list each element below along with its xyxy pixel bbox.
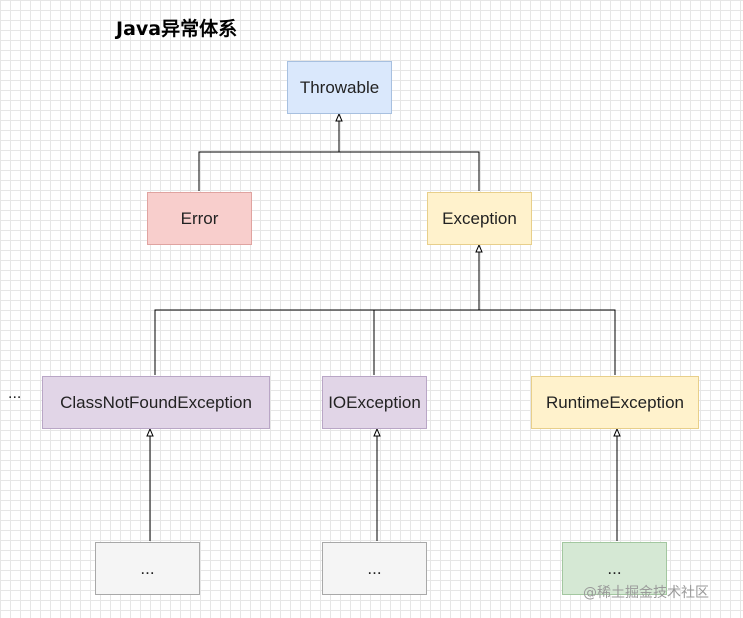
more-exceptions-ellipsis: ... [8, 385, 22, 402]
node-runtime-subclass: ... [562, 542, 667, 595]
arrowhead-exception [475, 243, 483, 253]
arrowhead-classnotfound [146, 427, 154, 437]
arrowhead-ioexception [373, 427, 381, 437]
node-classnotfoundexception: ClassNotFoundException [42, 376, 270, 429]
diagram-title: Java异常体系 [116, 18, 238, 40]
node-throwable: Throwable [287, 61, 392, 114]
node-classnotfound-subclass: ... [95, 542, 200, 595]
node-ioexception-subclass: ... [322, 542, 427, 595]
watermark: @稀土掘金技术社区 [583, 585, 709, 601]
arrowhead-runtime [613, 427, 621, 437]
node-ioexception: IOException [322, 376, 427, 429]
edge-runtime-exception [479, 309, 616, 375]
arrowhead-throwable [335, 112, 343, 122]
node-error: Error [147, 192, 252, 245]
edge-classnotfound-exception [154, 252, 480, 375]
node-exception: Exception [427, 192, 532, 245]
edge-error-throwable [198, 121, 340, 191]
node-runtimeexception: RuntimeException [531, 376, 699, 429]
edge-exception-throwable [339, 151, 480, 191]
